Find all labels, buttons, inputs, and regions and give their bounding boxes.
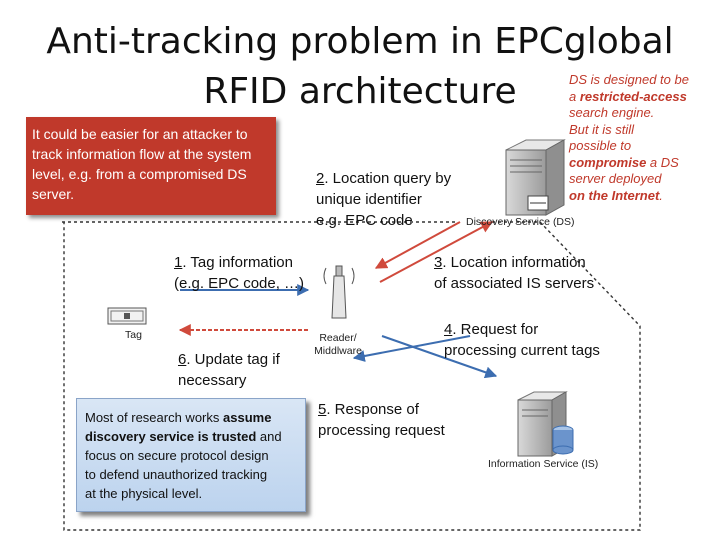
reader-icon	[323, 265, 355, 319]
research-l2-rest: and	[256, 429, 282, 444]
step4-label: 4. Request for processing current tags	[444, 319, 600, 361]
ds-note-line6-rest: a DS	[646, 154, 679, 170]
research-l1-pre: Most of research works	[85, 410, 223, 425]
system-boundary	[62, 221, 641, 531]
step4-text: . Request for	[452, 321, 539, 338]
is-caption: Information Service (IS)	[488, 458, 599, 470]
step5-text: . Response of	[326, 401, 419, 418]
ds-note: DS is designed to be a restricted-access…	[569, 72, 719, 204]
ds-note-line4: But it is still	[569, 121, 635, 137]
arrow-step4	[381, 335, 498, 379]
is-server-icon	[517, 391, 574, 457]
research-l1-bold: assume	[223, 410, 272, 425]
step2-label: 2. Location query by unique identifier e…	[316, 168, 451, 231]
reader-caption-line2: Middlware	[314, 345, 362, 357]
ds-note-line2-bold: restricted-access	[579, 88, 687, 104]
tag-icon	[107, 307, 147, 325]
step1-line2: (e.g. EPC code, …)	[174, 275, 305, 292]
step6-number: 6	[178, 351, 187, 368]
ds-note-line5: possible to	[569, 138, 632, 153]
arrow-step5	[352, 335, 471, 362]
ds-note-line7: server deployed	[569, 171, 662, 186]
step2-number: 2	[316, 170, 325, 187]
attacker-callout: It could be easier for an attacker to tr…	[26, 117, 276, 215]
step4-line2: processing current tags	[444, 342, 600, 359]
research-l5: at the physical level.	[85, 486, 203, 501]
step2-line3: e.g. EPC code	[316, 212, 413, 229]
reader-caption: Reader/ Middlware	[313, 332, 363, 358]
ds-caption: Discovery Service (DS)	[466, 216, 575, 228]
ds-note-line2-prefix: a	[569, 88, 580, 104]
step1-number: 1	[174, 254, 183, 271]
research-l4: to defend unauthorized tracking	[85, 467, 268, 482]
research-l3: focus on secure protocol design	[85, 448, 269, 463]
reader-caption-line1: Reader/	[319, 332, 357, 344]
ds-note-line3: search engine.	[569, 105, 655, 120]
step5-number: 5	[318, 401, 327, 418]
tag-caption: Tag	[125, 329, 142, 341]
ds-note-line8-bold: on the Internet	[569, 187, 660, 203]
ds-note-line8-rest: .	[659, 187, 663, 203]
arrow-step3	[374, 221, 461, 269]
page-subtitle: RFID architecture	[203, 71, 517, 112]
step4-number: 4	[444, 321, 453, 338]
step1-label: 1. Tag information (e.g. EPC code, …)	[174, 252, 304, 294]
step2-text: . Location query by	[324, 170, 452, 187]
arrow-step2	[379, 221, 494, 283]
step3-line2: of associated IS servers	[434, 275, 595, 292]
step5-label: 5. Response of processing request	[318, 399, 445, 441]
step6-line2: necessary	[178, 372, 247, 389]
step3-number: 3	[434, 254, 443, 271]
step3-text: . Location information	[442, 254, 586, 271]
ds-note-line6-bold: compromise	[569, 154, 647, 170]
step6-label: 6. Update tag if necessary	[178, 349, 280, 391]
step2-line2: unique identifier	[316, 191, 422, 208]
step3-label: 3. Location information of associated IS…	[434, 252, 594, 294]
page-title: Anti-tracking problem in EPCglobal	[46, 21, 674, 62]
ds-note-line1: DS is designed to be	[569, 72, 689, 87]
attacker-callout-text: It could be easier for an attacker to tr…	[32, 126, 252, 202]
step1-text: . Tag information	[182, 254, 293, 271]
ds-server-icon	[505, 139, 566, 216]
step5-line2: processing request	[318, 422, 445, 439]
research-l2-bold: discovery service is trusted	[85, 429, 257, 444]
step6-text: . Update tag if	[186, 351, 280, 368]
research-callout: Most of research works assume discovery …	[76, 398, 306, 512]
